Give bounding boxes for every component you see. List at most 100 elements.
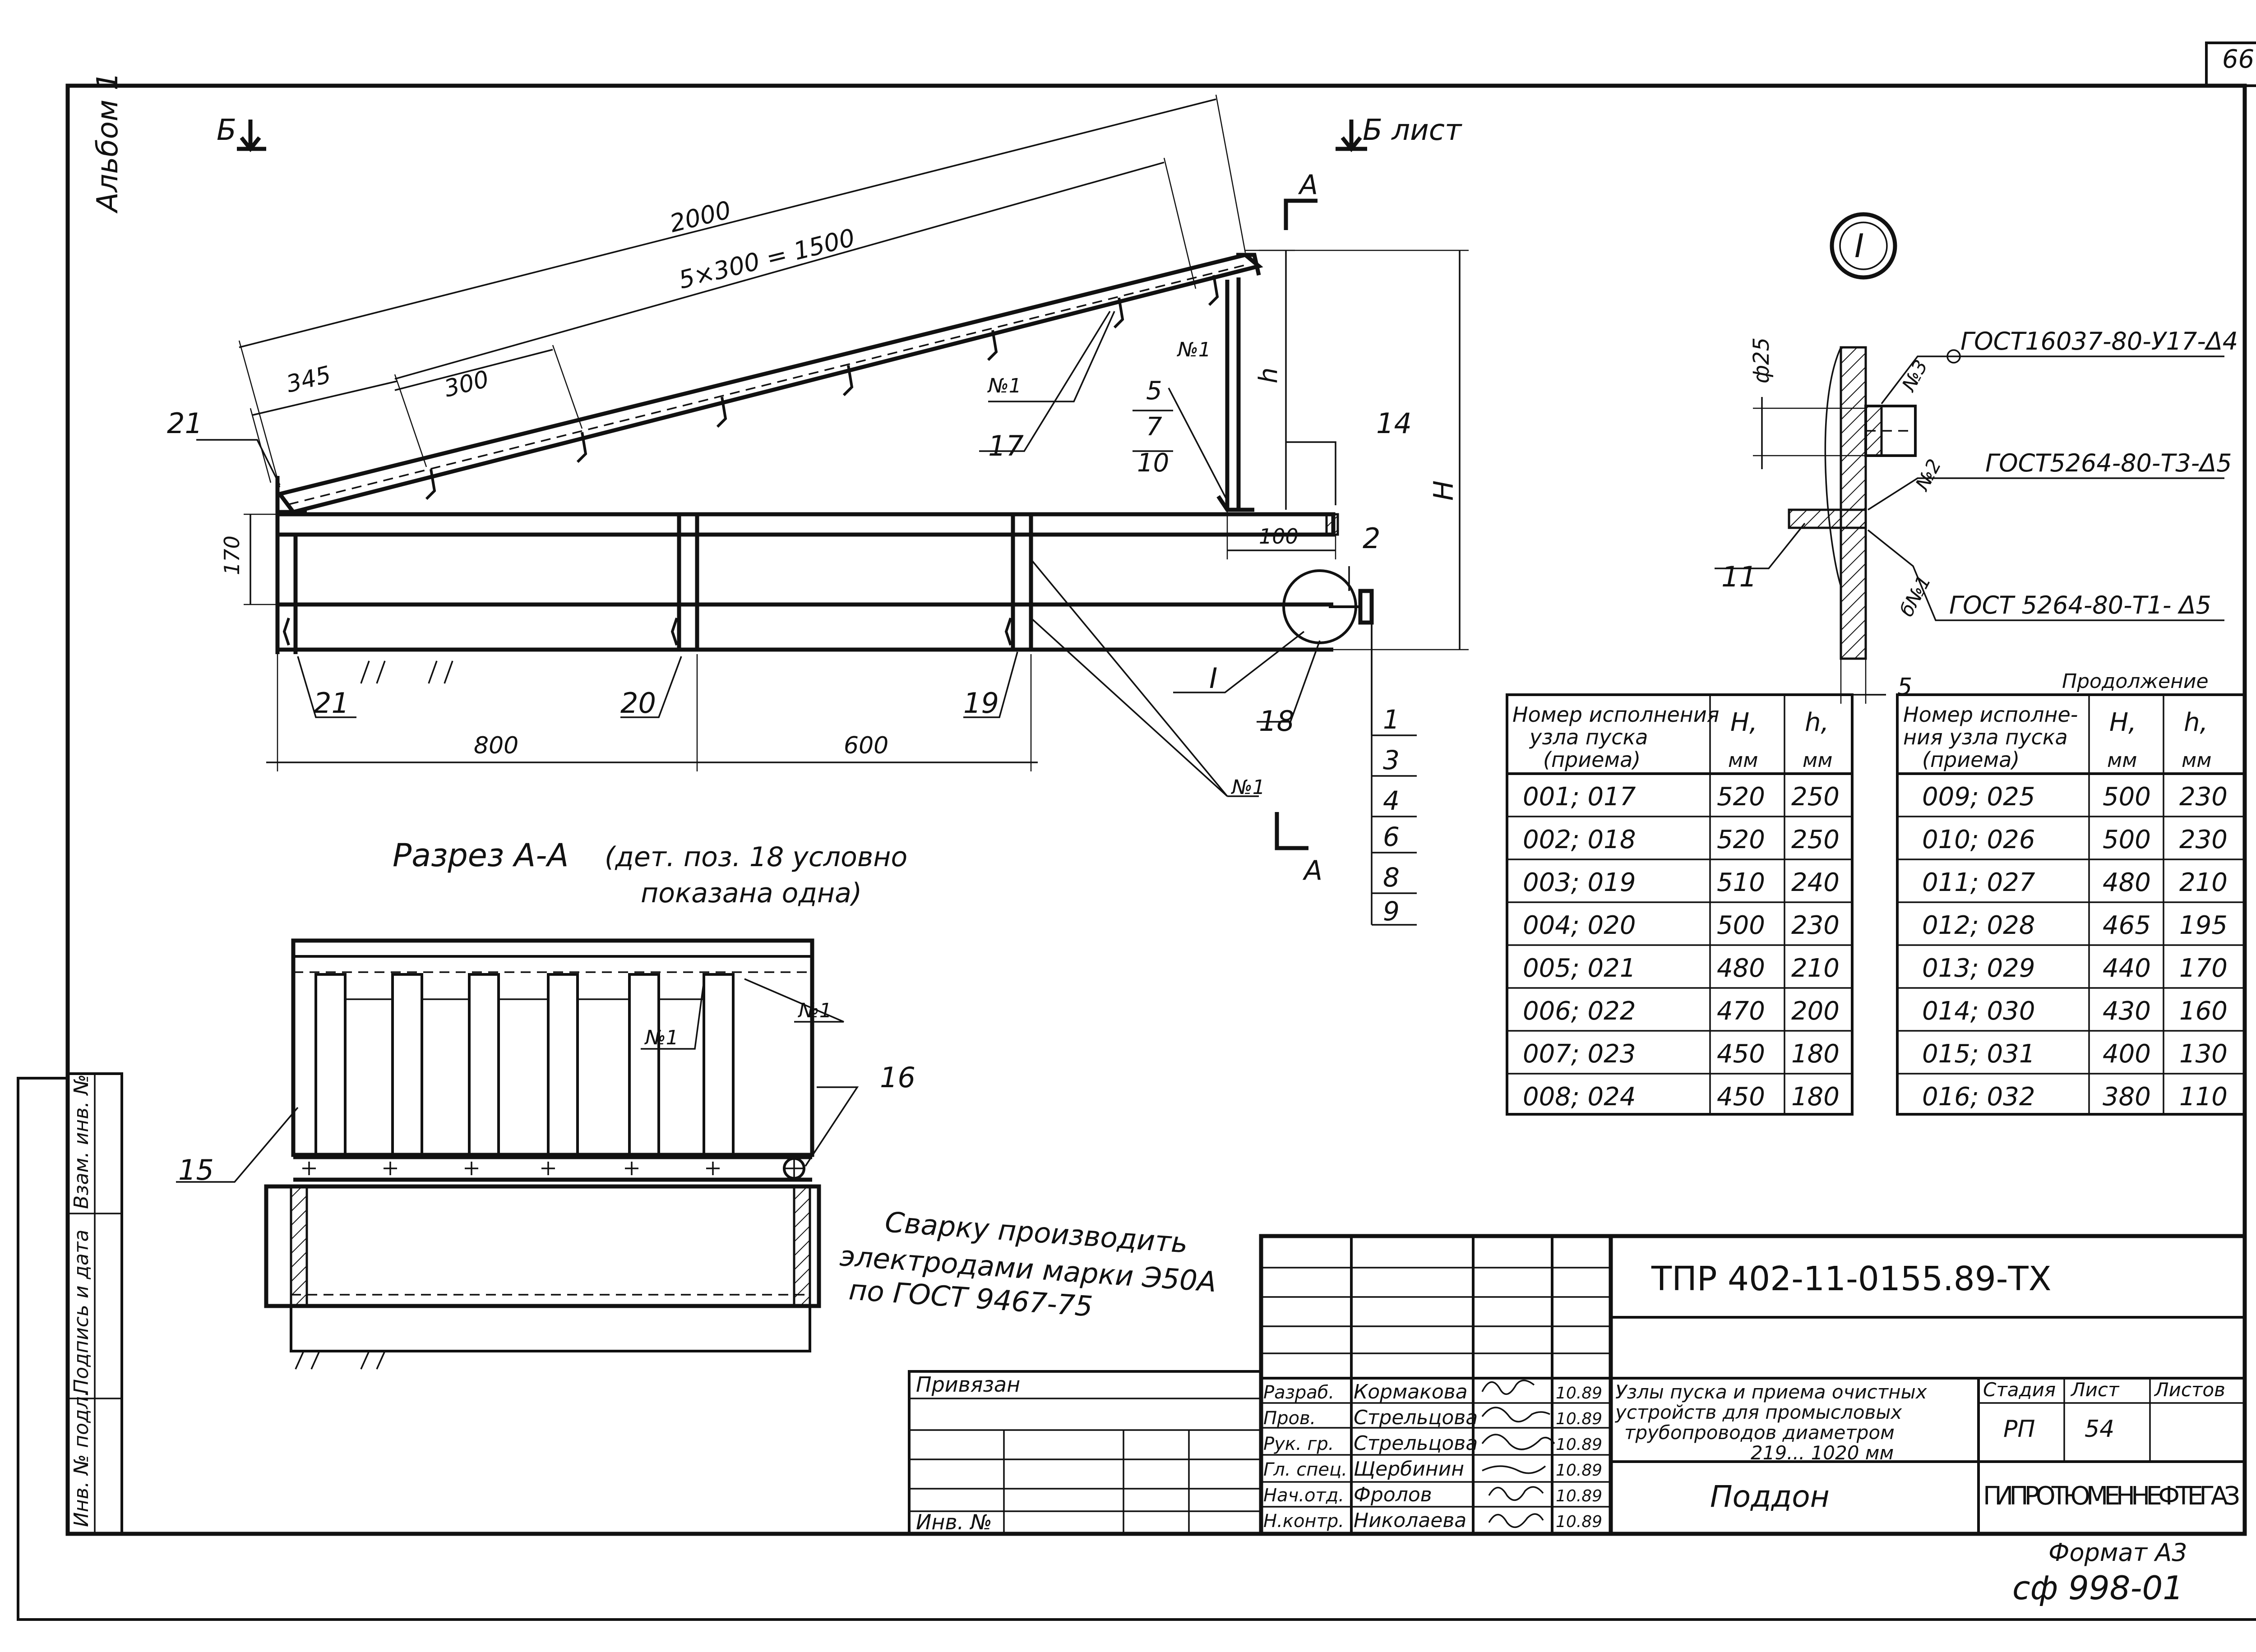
pos-10: 10 <box>1137 448 1169 478</box>
dim-h: h <box>1254 368 1283 384</box>
table-cell-h: 180 <box>1791 1039 1840 1069</box>
project-line-3: трубопроводов диаметром <box>1624 1421 1895 1444</box>
table-cell-H: 500 <box>2103 825 2151 854</box>
project-line-1: Узлы пуска и приема очистных <box>1615 1381 1928 1403</box>
stage-label: Стадия <box>1983 1379 2056 1401</box>
signature-name: Николаева <box>1354 1509 1466 1532</box>
side-stamp-vzam: Взам. инв. № <box>70 1074 93 1209</box>
signature-name: Кормакова <box>1354 1380 1468 1403</box>
side-stamp <box>66 1072 123 1535</box>
table-left-unit-h: мм <box>1803 749 1832 772</box>
table-left-hdr-H: H, <box>1730 708 1757 737</box>
table-cell-h: 250 <box>1791 825 1840 854</box>
project-line-4: 219... 1020 мм <box>1751 1442 1894 1464</box>
section-mark-top: А <box>1298 169 1318 201</box>
signature-date: 10.89 <box>1556 1487 1602 1505</box>
table-cell-number: 011; 027 <box>1922 868 2035 897</box>
pos-15: 15 <box>178 1154 214 1186</box>
section-aa-title: Разрез А-А <box>393 837 569 874</box>
table-cell-h: 250 <box>1791 782 1840 812</box>
sheet-code: сф 998-01 <box>2012 1569 2183 1607</box>
sheet-label: Лист <box>2070 1379 2120 1401</box>
sheet-name: Поддон <box>1710 1479 1830 1514</box>
dim-span-left: 800 <box>474 732 518 759</box>
title-block <box>908 1234 2247 1536</box>
detail-weld-6: б№1 <box>1895 572 1935 620</box>
table-right-hdr-3: (приема) <box>1922 748 2020 772</box>
table-cell-h: 230 <box>2179 825 2228 854</box>
detail-gost-2: ГОСТ5264-80-Т3-Δ5 <box>1985 449 2232 477</box>
pos-9: 9 <box>1383 896 1400 927</box>
table-cell-number: 009; 025 <box>1922 782 2035 812</box>
section-aa-view <box>176 938 859 1352</box>
pos-7: 7 <box>1146 412 1162 442</box>
side-stamp-podl: Инв. № подл. <box>70 1390 93 1527</box>
dim-span-right: 600 <box>844 732 888 759</box>
stage-value: РП <box>2003 1416 2035 1443</box>
pos-1: 1 <box>1383 704 1400 735</box>
pos-2: 2 <box>1363 522 1380 555</box>
section-weld-b: №1 <box>797 999 832 1022</box>
pos-6: 6 <box>1383 821 1400 852</box>
page-number: 66 <box>2222 45 2254 74</box>
section-weld-a: №1 <box>644 1026 679 1049</box>
signature-role: Рук. гр. <box>1263 1434 1334 1454</box>
table-right-unit-H: мм <box>2107 749 2137 772</box>
project-line-2: устройств для промысловых <box>1614 1401 1902 1423</box>
table-cell-number: 014; 030 <box>1922 997 2035 1026</box>
pos-21-top: 21 <box>167 407 203 440</box>
pos-17: 17 <box>988 429 1024 462</box>
table-left-unit-H: мм <box>1728 749 1758 772</box>
table-cell-number: 005; 021 <box>1523 954 1636 983</box>
detail-I-five: 5 <box>1897 674 1912 701</box>
table-cell-h: 210 <box>2179 868 2228 897</box>
table-cell-number: 015; 031 <box>1922 1039 2035 1069</box>
table-cell-number: 003; 019 <box>1523 868 1636 897</box>
section-mark-bottom: А <box>1302 855 1322 886</box>
pos-16: 16 <box>880 1061 915 1094</box>
doc-code: ТПР 402-11-0155.89-ТХ <box>1651 1260 2051 1298</box>
weld-mark-b: №1 <box>1176 338 1211 361</box>
dim-beam-depth: 170 <box>220 535 244 575</box>
sheets-label: Листов <box>2154 1379 2225 1401</box>
table-right-hdr-2: ния узла пуска <box>1903 725 2068 749</box>
table-cell-H: 380 <box>2103 1082 2151 1112</box>
dim-end-offset: 100 <box>1259 524 1299 549</box>
section-aa-note-2: показана одна) <box>641 877 862 909</box>
weld-mark-c: №1 <box>1230 776 1265 799</box>
table-cell-H: 450 <box>1717 1082 1765 1112</box>
table-cell-number: 004; 020 <box>1523 911 1636 940</box>
signature-date: 10.89 <box>1556 1384 1602 1403</box>
table-right-hdr-1: Номер исполне- <box>1903 702 2078 727</box>
table-cell-h: 180 <box>1791 1082 1840 1112</box>
node-I-label: I <box>1209 662 1217 695</box>
sheet-no-value: 54 <box>2085 1416 2114 1443</box>
detail-I-dia: ф25 <box>1749 337 1774 383</box>
table-cell-H: 440 <box>2103 954 2151 983</box>
table-cell-h: 130 <box>2179 1039 2228 1069</box>
table-cell-number: 008; 024 <box>1523 1082 1636 1112</box>
table-cell-H: 480 <box>1717 954 1765 983</box>
pos-8: 8 <box>1383 862 1400 893</box>
table-cell-H: 450 <box>1717 1039 1765 1069</box>
signature-name: Щербинин <box>1354 1458 1464 1481</box>
table-cell-h: 210 <box>1791 954 1840 983</box>
dim-H: H <box>1428 480 1460 501</box>
table-cell-H: 470 <box>1717 997 1765 1026</box>
pos-5: 5 <box>1146 376 1162 406</box>
inv-label: Инв. № <box>916 1510 992 1534</box>
table-continuation-label: Продолжение <box>2062 670 2209 693</box>
table-cell-H: 430 <box>2103 997 2151 1026</box>
table-cell-H: 510 <box>1717 868 1765 897</box>
signature-date: 10.89 <box>1556 1435 1602 1454</box>
table-left-hdr-h: h, <box>1805 708 1829 737</box>
pos-4: 4 <box>1383 785 1400 816</box>
table-cell-number: 002; 018 <box>1523 825 1636 854</box>
table-right-hdr-H: H, <box>2109 708 2136 737</box>
dim-pitch-sum: 5×300 = 1500 <box>676 223 858 295</box>
table-cell-number: 007; 023 <box>1523 1039 1636 1069</box>
table-cell-number: 013; 029 <box>1922 954 2035 983</box>
album-label: Альбом 1 <box>91 72 125 214</box>
bound-label: Привязан <box>916 1372 1020 1397</box>
